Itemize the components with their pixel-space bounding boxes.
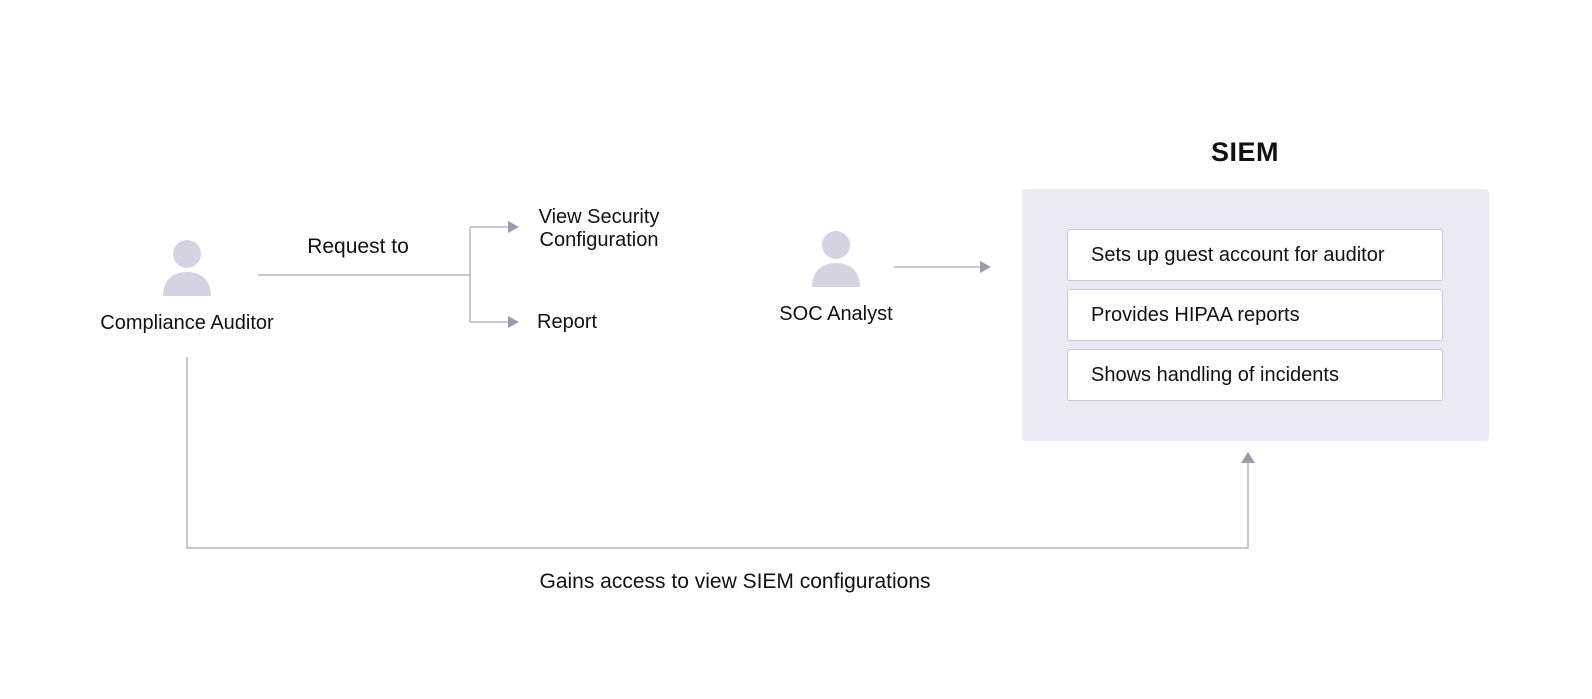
soc-analyst-label: SOC Analyst (779, 303, 893, 325)
gains-access-label: Gains access to view SIEM configurations (539, 570, 931, 593)
compliance-auditor-label: Compliance Auditor (100, 312, 274, 334)
person-icon (812, 231, 860, 287)
siem-title: SIEM (1210, 137, 1280, 167)
arrowhead-view-config (508, 221, 519, 233)
auditor-access-path (186, 357, 1249, 549)
siem-item: Sets up guest account for auditor (1067, 229, 1443, 281)
arrowhead-siem-bottom (1241, 452, 1255, 463)
siem-item: Provides HIPAA reports (1067, 289, 1443, 341)
siem-item: Shows handling of incidents (1067, 349, 1443, 401)
view-security-configuration-label: View Security Configuration (538, 206, 660, 251)
siem-panel: Sets up guest account for auditor Provid… (1022, 189, 1489, 441)
report-label: Report (537, 311, 598, 333)
arrowhead-report (508, 316, 519, 328)
arrowhead-siem-side (980, 261, 991, 273)
person-icon (163, 240, 211, 296)
request-to-label: Request to (307, 235, 409, 258)
